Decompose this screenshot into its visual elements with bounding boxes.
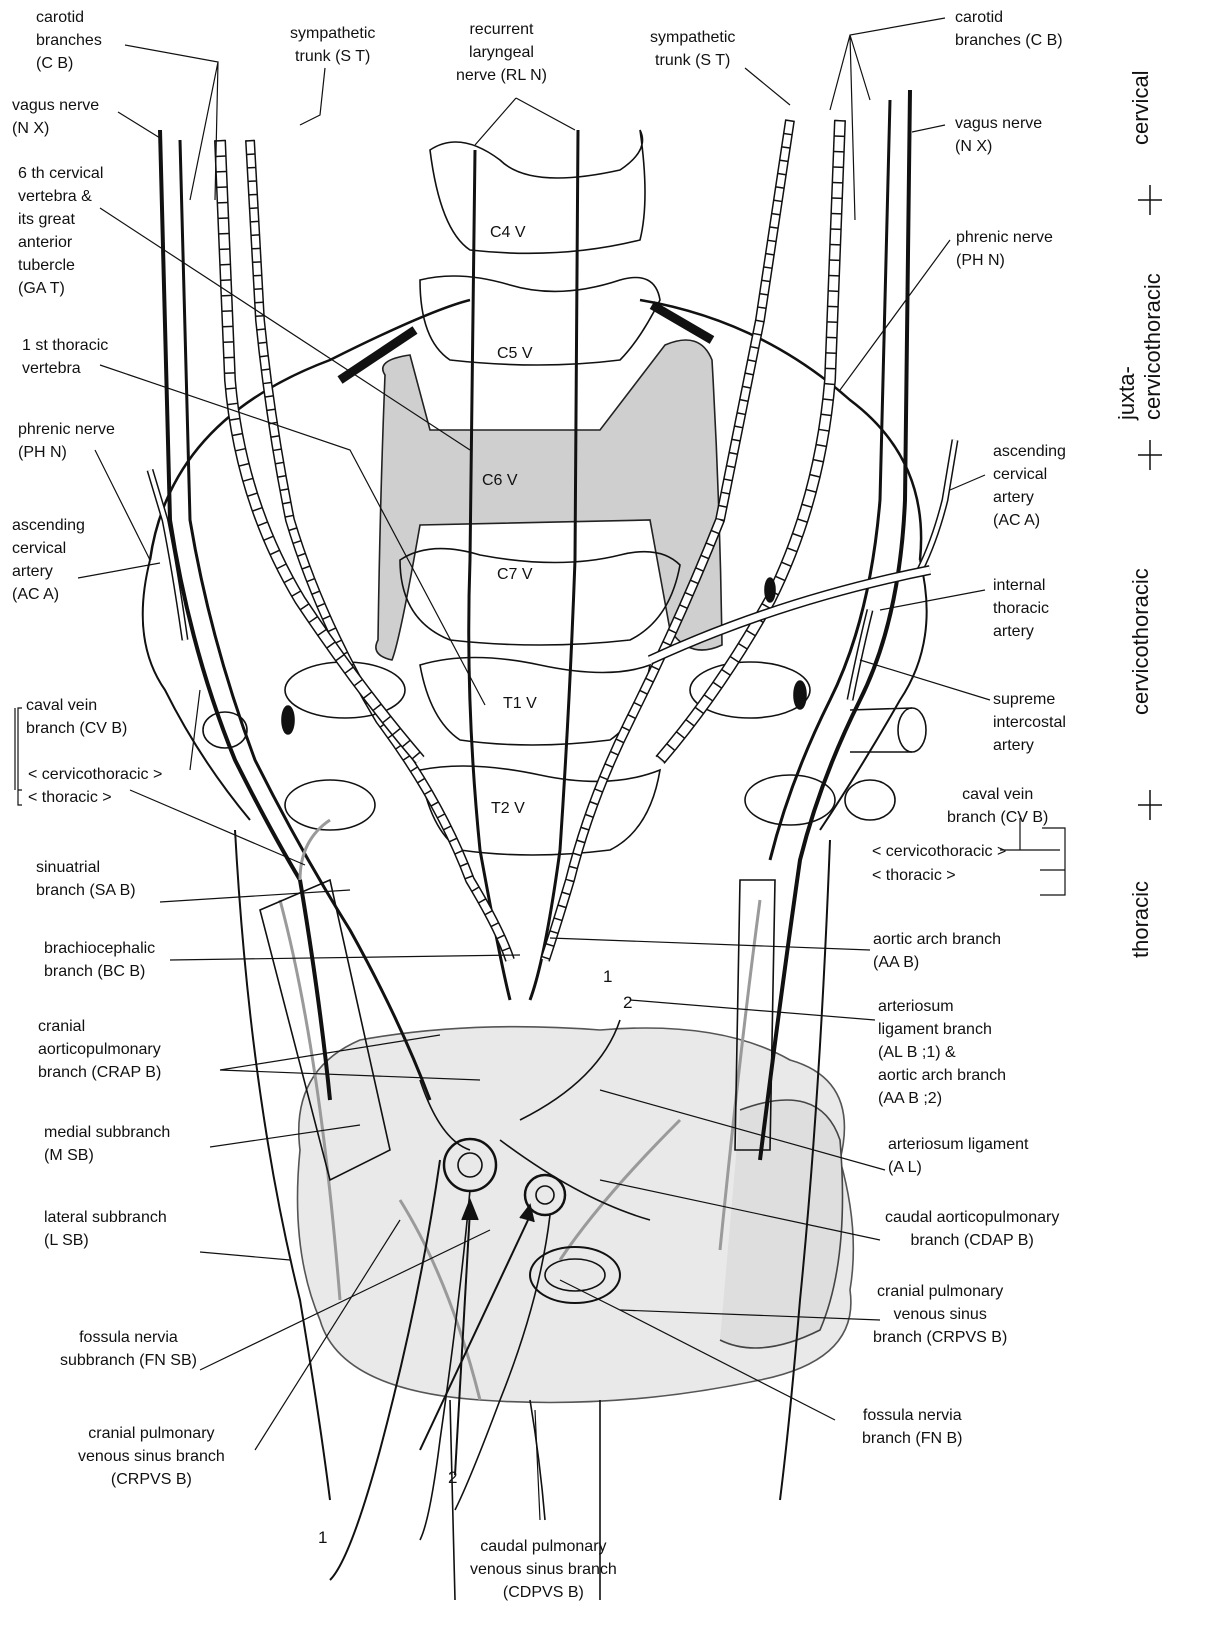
- shaded-vertebra: [376, 340, 722, 660]
- label-sympathetic-right: sympathetic trunk (S T): [650, 26, 735, 72]
- vertebra-label-c4: C4 V: [490, 224, 526, 242]
- vertebra-label-c5: C5 V: [497, 345, 533, 363]
- vertebra-label-t1: T1 V: [503, 695, 537, 713]
- label-caudal-aorticopulmonary: caudal aorticopulmonary branch (CDAP B): [885, 1206, 1059, 1252]
- label-sympathetic-left: sympathetic trunk (S T): [290, 22, 375, 68]
- vertebra-c7: [400, 549, 680, 645]
- label-carotid-left: carotid branches (C B): [36, 6, 102, 75]
- label-vagus-right: vagus nerve (N X): [955, 112, 1042, 158]
- label-lateral-subbranch: lateral subbranch (L SB): [44, 1206, 167, 1252]
- region-cervical: cervical: [1128, 70, 1154, 145]
- label-cervicothoracic-right: < cervicothoracic >: [872, 840, 1006, 863]
- vertebra-label-c7: C7 V: [497, 566, 533, 584]
- label-carotid-right: carotid branches (C B): [955, 6, 1063, 52]
- label-thoracic-left: < thoracic >: [28, 786, 112, 809]
- ganglion-right-1: [765, 578, 775, 602]
- number-1-bottom: 1: [318, 1528, 327, 1548]
- label-c6-vertebra: 6 th cervical vertebra & its great anter…: [18, 162, 103, 300]
- label-arteriosum-branch: arteriosum ligament branch (AL B ;1) & a…: [878, 995, 1006, 1110]
- vertebra-label-t2: T2 V: [491, 800, 525, 818]
- label-medial-subbranch: medial subbranch (M SB): [44, 1121, 170, 1167]
- rib-outline-right: [820, 560, 927, 830]
- vertebra-c5: [420, 276, 660, 365]
- process-right-2: [745, 775, 835, 825]
- label-phrenic-left: phrenic nerve (PH N): [18, 418, 115, 464]
- heart-auricle: [720, 1100, 843, 1348]
- label-vagus-left: vagus nerve (N X): [12, 94, 99, 140]
- label-phrenic-right: phrenic nerve (PH N): [956, 226, 1053, 272]
- label-aortic-arch: aortic arch branch (AA B): [873, 928, 1001, 974]
- label-thoracic-right: < thoracic >: [872, 864, 956, 887]
- label-cervicothoracic-left: < cervicothoracic >: [28, 763, 162, 786]
- vertebra-label-c6: C6 V: [482, 472, 518, 490]
- label-cranial-pvs-left: cranial pulmonary venous sinus branch (C…: [78, 1422, 225, 1491]
- label-recurrent-laryngeal: recurrent laryngeal nerve (RL N): [456, 18, 547, 87]
- number-2-bottom: 2: [448, 1468, 457, 1488]
- label-sinuatrial: sinuatrial branch (SA B): [36, 856, 136, 902]
- label-fossula-subbranch: fossula nervia subbranch (FN SB): [60, 1326, 197, 1372]
- label-arteriosum-ligament: arteriosum ligament (A L): [888, 1133, 1029, 1179]
- vertebra-c4: [430, 130, 645, 253]
- label-caval-left: caval vein branch (CV B): [26, 694, 127, 740]
- label-caudal-pvs: caudal pulmonary venous sinus branch (CD…: [470, 1535, 617, 1604]
- label-internal-thoracic: internal thoracic artery: [993, 574, 1049, 643]
- region-thoracic: thoracic: [1128, 881, 1154, 958]
- vessel-stump-right: [898, 708, 926, 752]
- region-cervicothoracic: cervicothoracic: [1128, 568, 1154, 715]
- label-t1-vertebra: 1 st thoracic vertebra: [22, 334, 108, 380]
- label-ascending-cervical-left: ascending cervical artery (AC A): [12, 514, 85, 606]
- region-juxta-cervicothoracic: juxta- cervicothoracic: [1114, 273, 1166, 420]
- label-cranial-pvs-right: cranial pulmonary venous sinus branch (C…: [873, 1280, 1007, 1349]
- number-2-top: 2: [623, 993, 632, 1013]
- ganglion-left: [282, 706, 294, 734]
- number-1-top: 1: [603, 967, 612, 987]
- label-caval-right: caval vein branch (CV B): [947, 783, 1048, 829]
- label-fossula-branch: fossula nervia branch (FN B): [862, 1404, 962, 1450]
- process-left-2: [285, 780, 375, 830]
- label-ascending-cervical-right: ascending cervical artery (AC A): [993, 440, 1066, 532]
- label-brachiocephalic: brachiocephalic branch (BC B): [44, 937, 155, 983]
- label-cranial-aorticopulmonary: cranial aorticopulmonary branch (CRAP B): [38, 1015, 161, 1084]
- process-right-3: [845, 780, 895, 820]
- label-supreme-intercostal: supreme intercostal artery: [993, 688, 1066, 757]
- ganglion-right-2: [794, 681, 806, 709]
